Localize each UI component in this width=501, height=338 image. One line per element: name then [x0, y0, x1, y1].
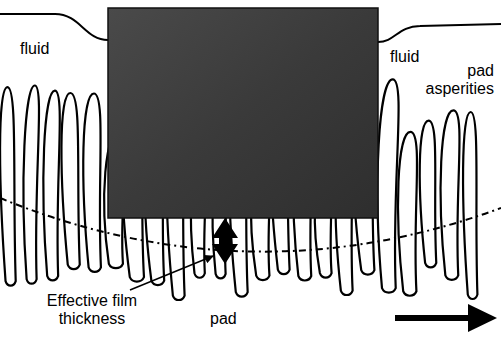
asperity-label: pad asperities [408, 62, 496, 98]
motion-arrow-head [468, 304, 497, 332]
fluid-label: fluid [18, 40, 51, 58]
asperity [441, 110, 460, 279]
motion-arrow [395, 315, 470, 321]
asperity [43, 91, 59, 281]
asperity [420, 121, 437, 268]
sliding-block [108, 8, 378, 218]
fluid-surface [0, 14, 108, 40]
asperity [23, 86, 39, 284]
fluid-surface [378, 24, 501, 42]
asperity [61, 93, 79, 269]
asperity [83, 94, 101, 272]
pad-label: pad [208, 310, 239, 328]
asperity [378, 79, 399, 292]
film-thickness-arrow [212, 218, 238, 264]
film-thickness-label: Effective film thickness [30, 292, 154, 328]
leader-line [130, 256, 213, 290]
asperity [398, 132, 417, 296]
asperity [463, 112, 477, 299]
asperity [0, 87, 16, 285]
